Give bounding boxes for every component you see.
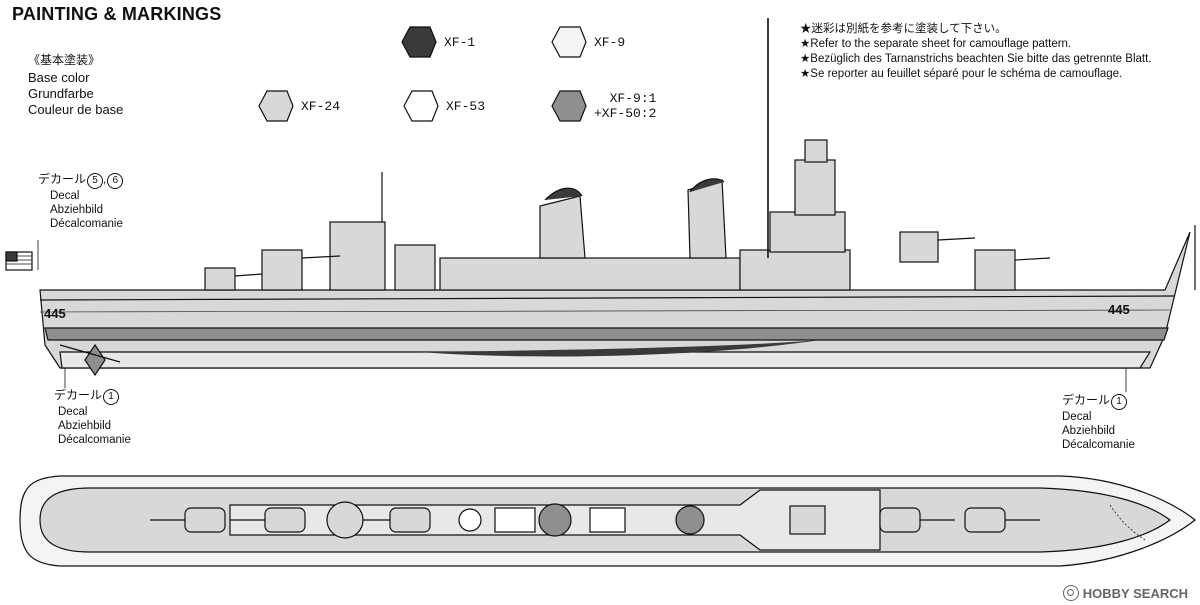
base-color-legend: 《基本塗装》 Base color Grundfarbe Couleur de …	[28, 52, 123, 118]
swatch-xf9-xf50: XF-9:1 +XF-50:2	[548, 88, 656, 124]
decal-en: Decal	[1062, 411, 1092, 423]
swatch-xf1: XF-1	[398, 24, 475, 60]
decal-number: 1	[1111, 394, 1128, 410]
decal-jp: デカール	[1062, 393, 1111, 407]
base-color-fr: Couleur de base	[28, 102, 124, 117]
decal-de: Abziehbild	[58, 420, 112, 432]
paint-tile-icon	[401, 26, 437, 58]
decal-fr: Décalcomanie	[50, 218, 123, 230]
decal-jp: デカール	[54, 388, 103, 402]
decal-number: 6	[107, 173, 124, 189]
paint-tile-icon	[551, 26, 587, 58]
note-fr: ★Se reporter au feuillet séparé pour le …	[800, 68, 1123, 80]
hobbysearch-logo-icon	[1062, 585, 1079, 601]
base-color-de: Grundfarbe	[28, 86, 94, 101]
swatch-code: XF-24	[301, 98, 341, 114]
decal-de: Abziehbild	[50, 204, 104, 216]
swatch-code: XF-9:1	[609, 91, 657, 106]
swatch-xf24: XF-24	[255, 88, 340, 124]
decal-number: 5	[87, 173, 104, 189]
note-jp: ★迷彩は別紙を参考に塗装して下さい。	[800, 23, 1007, 35]
paint-tile-icon	[551, 90, 587, 122]
ship-side-profile	[5, 18, 1196, 392]
decal-en: Decal	[50, 190, 80, 202]
base-color-en: Base color	[28, 70, 90, 85]
paint-tile-icon	[258, 90, 294, 122]
swatch-code: XF-9	[594, 34, 626, 50]
hull-number-bow: 445	[1108, 302, 1130, 317]
base-color-jp: 《基本塗装》	[28, 53, 101, 67]
swatch-code: +XF-50:2	[594, 106, 657, 121]
page-title: PAINTING & MARKINGS	[12, 4, 222, 24]
swatch-xf9: XF-9	[548, 24, 625, 60]
decal-fr: Décalcomanie	[1062, 439, 1135, 451]
watermark-text: HOBBY SEARCH	[1082, 585, 1188, 601]
decal-fr: Décalcomanie	[58, 434, 131, 446]
decal-de: Abziehbild	[1062, 425, 1116, 437]
decal-en: Decal	[58, 406, 88, 418]
note-de: ★Bezüglich des Tarnanstrichs beachten Si…	[800, 53, 1152, 65]
decal-jp: デカール	[38, 172, 87, 186]
note-en: ★Refer to the separate sheet for camoufl…	[800, 38, 1072, 50]
decal-number: 1	[103, 389, 120, 405]
camouflage-notes: ★迷彩は別紙を参考に塗装して下さい。 ★Refer to the separat…	[800, 22, 1151, 82]
paint-tile-icon	[403, 90, 439, 122]
swatch-code: XF-1	[444, 34, 476, 50]
hull-number-stern: 445	[44, 306, 66, 321]
watermark: HOBBY SEARCH	[1062, 585, 1188, 601]
swatch-code: XF-53	[446, 98, 486, 114]
swatch-xf53: XF-53	[400, 88, 485, 124]
